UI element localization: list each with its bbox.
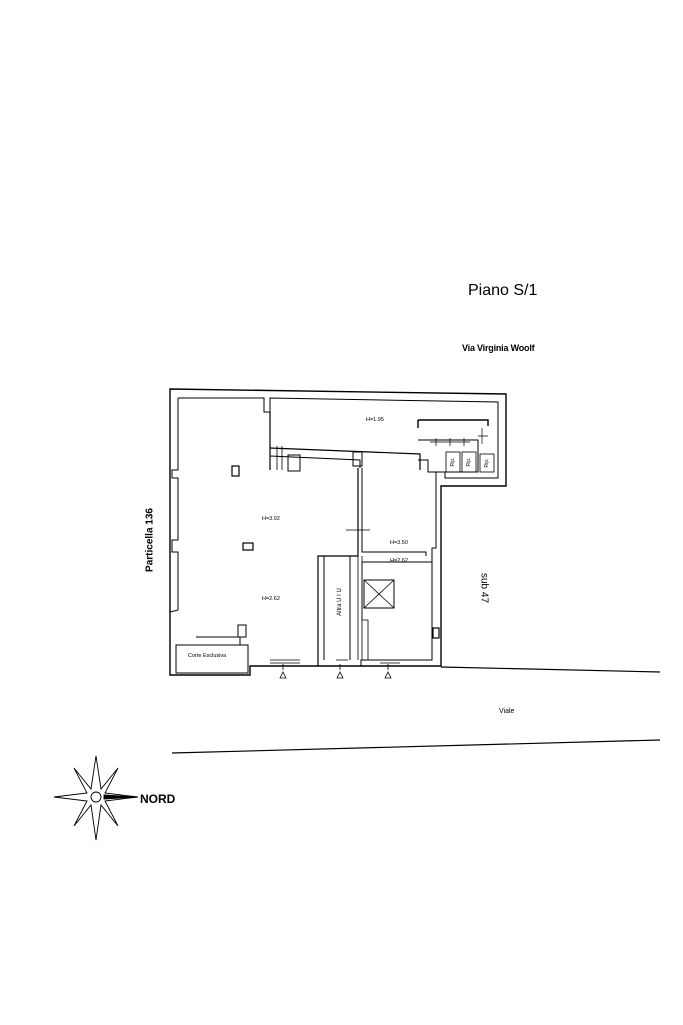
height-label: H=2.62	[262, 596, 280, 602]
left-parcel-label: Particella 136	[144, 508, 156, 572]
street-line	[440, 666, 661, 673]
street-label-top: Via Virginia Woolf	[462, 343, 535, 353]
outer-wall	[169, 388, 507, 676]
page-title: Piano S/1	[468, 282, 538, 299]
corridor-wall	[269, 447, 421, 470]
inner-wall	[178, 397, 499, 666]
lift-shaft	[363, 579, 395, 609]
courtyard	[175, 644, 249, 674]
storage-label: Rip.	[450, 457, 456, 467]
storage-label: Rip.	[484, 458, 490, 468]
right-parcel-label: sub 47	[478, 572, 490, 604]
partition	[317, 468, 359, 666]
street-label-bottom: Viale	[499, 708, 515, 715]
storage-label: Rip.	[466, 457, 472, 467]
inner-wall-left	[169, 398, 179, 613]
courtyard-label: Corte Esclusiva	[188, 653, 227, 659]
street-line	[171, 739, 661, 754]
height-label: H=1.95	[366, 417, 384, 423]
compass-icon	[53, 755, 139, 841]
height-label: H=2.62	[390, 558, 408, 564]
height-label: H=3.92	[262, 516, 280, 522]
height-label: H=3.50	[390, 540, 408, 546]
other-unit-label: Altra U I U	[337, 588, 343, 616]
compass-label: NORD	[140, 792, 176, 806]
